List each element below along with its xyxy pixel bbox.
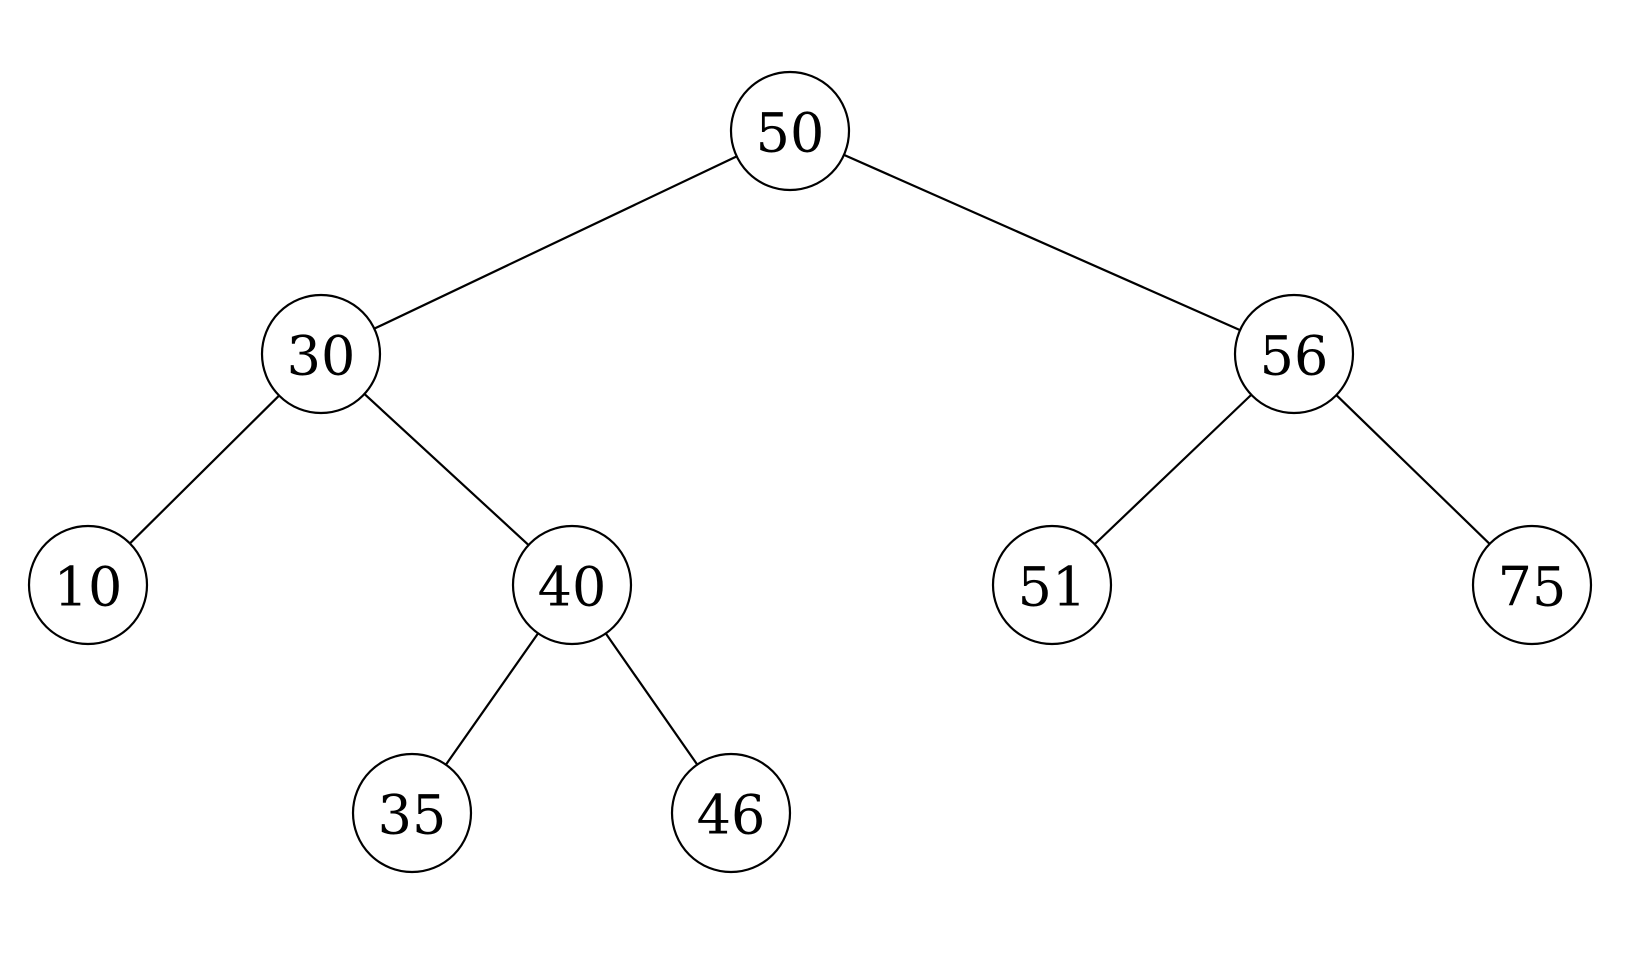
node-label-51: 51 [1018,556,1087,619]
node-circle-56[interactable] [1233,293,1355,415]
node-label-10: 10 [54,556,123,619]
node-label-75: 75 [1498,556,1567,619]
node-circle-50[interactable] [729,70,851,192]
nodes-layer: 50 30 56 10 40 51 75 35 46 [27,70,1593,874]
edges-layer [128,153,1491,766]
node-label-50: 50 [756,102,825,165]
tree-node-75[interactable]: 75 [1471,524,1593,646]
node-label-46: 46 [697,784,766,847]
tree-node-56[interactable]: 56 [1233,293,1355,415]
node-label-56: 56 [1260,325,1329,388]
tree-edge-30-40 [363,392,530,547]
node-circle-75[interactable] [1471,524,1593,646]
node-label-40: 40 [538,556,607,619]
tree-edge-56-51 [1093,393,1253,546]
tree-node-40[interactable]: 40 [511,524,633,646]
tree-edge-30-10 [128,394,281,545]
node-circle-10[interactable] [27,524,149,646]
node-circle-46[interactable] [670,752,792,874]
tree-edge-40-35 [444,632,540,766]
tree-node-30[interactable]: 30 [260,293,382,415]
node-circle-51[interactable] [991,524,1113,646]
tree-edge-50-56 [842,153,1242,332]
tree-edge-56-75 [1335,393,1491,546]
tree-node-50[interactable]: 50 [729,70,851,192]
tree-node-51[interactable]: 51 [991,524,1113,646]
node-label-35: 35 [378,784,447,847]
node-label-30: 30 [287,325,356,388]
tree-node-46[interactable]: 46 [670,752,792,874]
tree-edge-50-30 [373,155,738,330]
node-circle-35[interactable] [351,752,473,874]
tree-node-35[interactable]: 35 [351,752,473,874]
node-circle-40[interactable] [511,524,633,646]
tree-edge-40-46 [604,632,699,766]
node-circle-30[interactable] [260,293,382,415]
tree-node-10[interactable]: 10 [27,524,149,646]
